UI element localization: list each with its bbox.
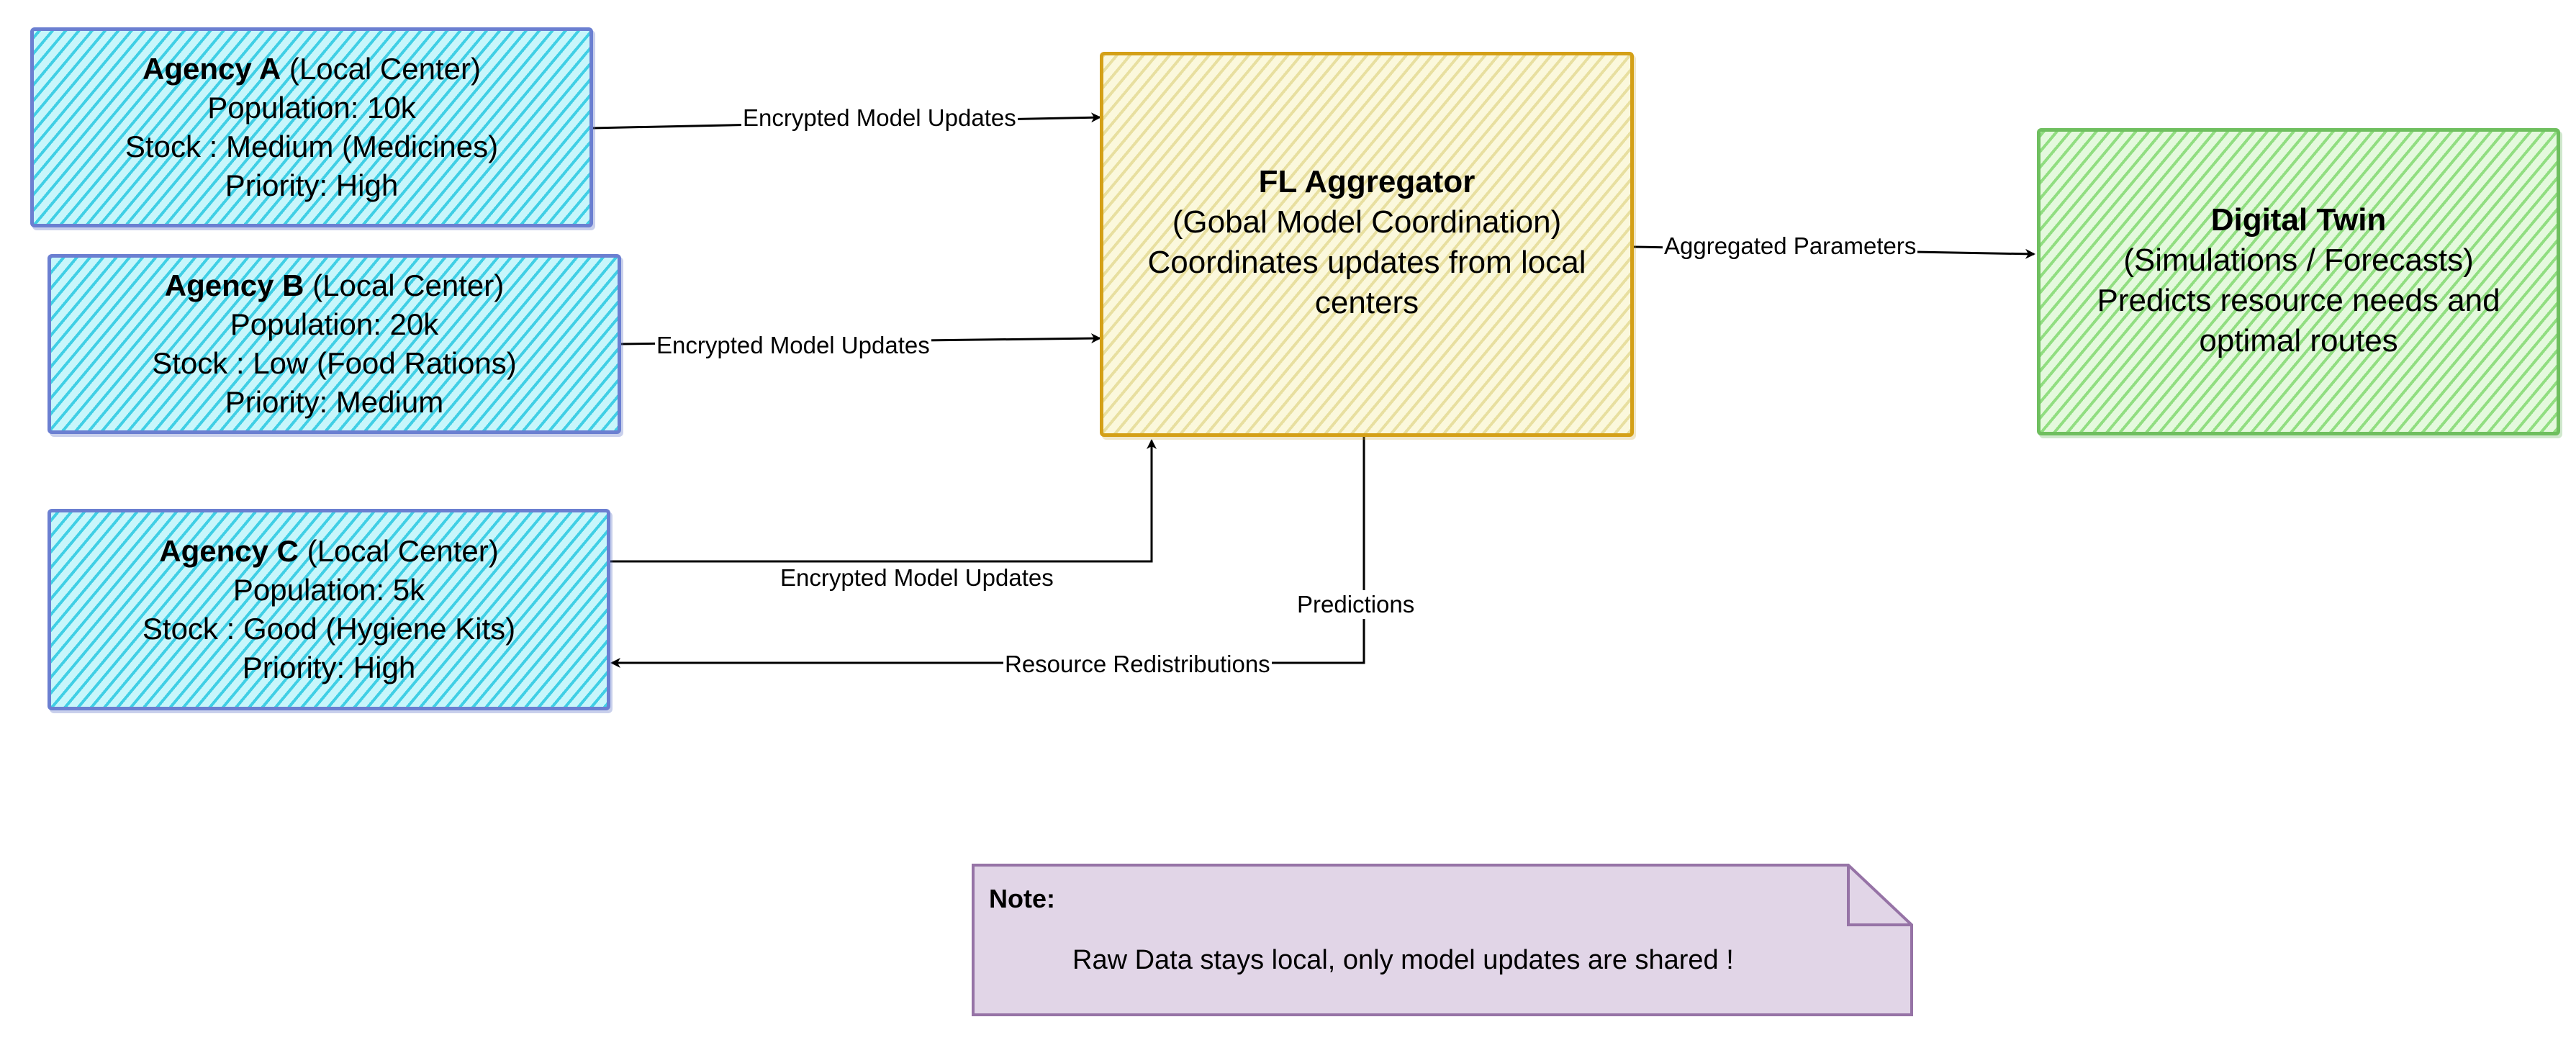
agency-b-name: Agency B [164, 268, 304, 302]
agency-c-stock: Stock : Good (Hygiene Kits) [142, 612, 516, 646]
agency-b-title: Agency B (Local Center) [165, 266, 505, 305]
note-body: Raw Data stays local, only model updates… [1072, 945, 1734, 975]
twin-description: Predicts resource needs and optimal rout… [2097, 283, 2500, 358]
note-fold [1847, 865, 1912, 926]
agency-a-priority: Priority: High [225, 168, 399, 202]
agency-c-name: Agency C [159, 534, 299, 568]
twin-subtitle: (Simulations / Forecasts) [2123, 243, 2474, 278]
aggregator-subtitle: (Gobal Model Coordination) [1172, 204, 1562, 240]
fl-aggregator-node[interactable]: FL Aggregator (Gobal Model Coordination)… [1100, 52, 1634, 437]
agency-a-name: Agency A [143, 52, 281, 86]
agency-a-title: Agency A (Local Center) [143, 50, 481, 89]
edge-label-b: Encrypted Model Updates [655, 331, 931, 360]
agency-b-role: (Local Center) [312, 268, 505, 302]
edge-aggregator-to-c [610, 430, 1365, 668]
agency-b-population: Population: 20k [230, 307, 439, 341]
agency-c-population: Population: 5k [232, 573, 425, 607]
agency-a-role: (Local Center) [289, 52, 481, 86]
agency-c-node[interactable]: Agency C (Local Center) Population: 5k S… [48, 509, 610, 710]
edge-label-a: Encrypted Model Updates [741, 104, 1018, 132]
note-title: Note: [989, 884, 1055, 913]
agency-a-stock: Stock : Medium (Medicines) [125, 130, 499, 163]
agency-c-priority: Priority: High [242, 651, 416, 684]
agency-a-node[interactable]: Agency A (Local Center) Population: 10k … [30, 27, 593, 227]
note-shape [972, 864, 1913, 1016]
aggregator-title: FL Aggregator [1258, 164, 1475, 199]
agency-c-role: (Local Center) [307, 534, 499, 568]
edge-label-aggregated: Aggregated Parameters [1663, 232, 1918, 261]
aggregator-description: Coordinates updates from local centers [1147, 245, 1586, 320]
edge-c-to-aggregator [610, 439, 1157, 563]
digital-twin-node[interactable]: Digital Twin (Simulations / Forecasts) P… [2037, 128, 2560, 435]
agency-c-title: Agency C (Local Center) [159, 532, 499, 571]
edge-label-redistribution: Resource Redistributions [1003, 650, 1272, 679]
twin-title: Digital Twin [2210, 202, 2387, 238]
agency-b-stock: Stock : Low (Food Rations) [152, 346, 517, 380]
agency-b-priority: Priority: Medium [225, 385, 444, 419]
agency-b-node[interactable]: Agency B (Local Center) Population: 20k … [48, 254, 621, 434]
edge-label-c: Encrypted Model Updates [779, 564, 1055, 592]
agency-a-population: Population: 10k [207, 91, 416, 125]
edge-label-predictions: Predictions [1296, 590, 1416, 619]
